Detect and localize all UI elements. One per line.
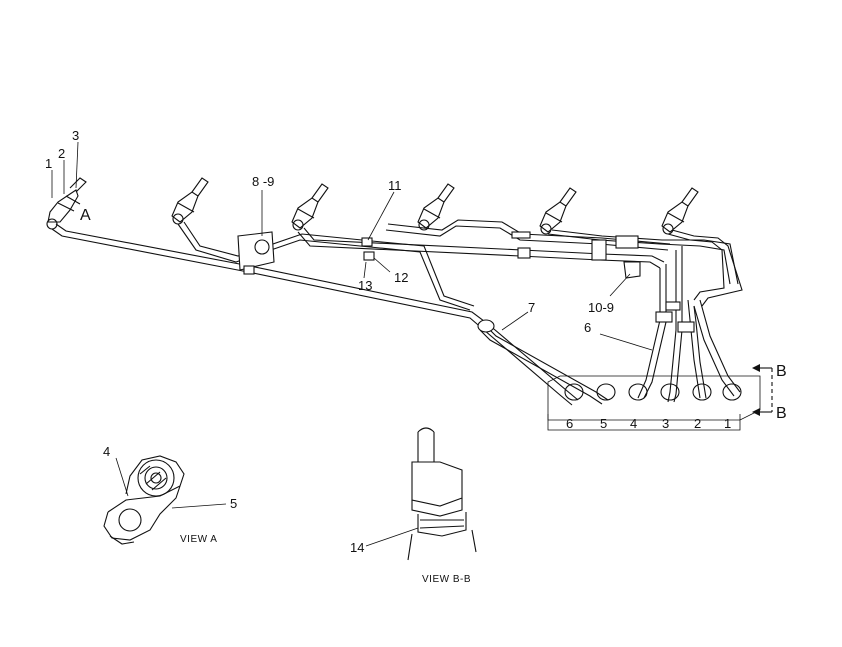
caption-view-bb: VIEW B-B	[422, 574, 471, 585]
callout-8-9: 8 -9	[252, 174, 274, 189]
callout-13: 13	[358, 278, 372, 293]
pump-port-label: 1	[724, 416, 731, 431]
clamp-7	[477, 319, 495, 333]
section-b-marker	[752, 364, 773, 416]
injector-3	[291, 183, 329, 231]
callout-7: 7	[528, 300, 535, 315]
callout-6: 6	[584, 320, 591, 335]
callout-14: 14	[350, 540, 364, 555]
injector-4	[417, 183, 455, 231]
pump-port-label: 4	[630, 416, 637, 431]
view-a-marker: A	[80, 207, 91, 224]
fuel-lines	[51, 219, 743, 406]
callout-2: 2	[58, 146, 65, 161]
view-a-detail	[103, 455, 185, 545]
view-bb-detail	[407, 427, 477, 561]
injector-6	[661, 187, 699, 235]
clamp-8-9	[237, 231, 275, 275]
injector-5	[539, 187, 577, 235]
callout-4: 4	[103, 444, 110, 459]
pump-outlet-block	[547, 375, 761, 431]
callout-5: 5	[230, 496, 237, 511]
clamp-upper-mid	[511, 231, 641, 279]
clamp-6	[655, 301, 695, 333]
callout-3: 3	[72, 128, 79, 143]
view-b-marker-top: B	[776, 363, 787, 380]
clamp-11-12-13	[361, 237, 375, 261]
callout-12: 12	[394, 270, 408, 285]
pump-port-label: 2	[694, 416, 701, 431]
pump-port-label: 6	[566, 416, 573, 431]
callout-10-9: 10-9	[588, 300, 614, 315]
leader-lines	[51, 141, 653, 547]
pump-port-label: 5	[600, 416, 607, 431]
pump-port-label: 3	[662, 416, 669, 431]
view-b-marker-bottom: B	[776, 405, 787, 422]
callout-1: 1	[45, 156, 52, 171]
caption-view-a: VIEW A	[180, 534, 217, 545]
injector-2	[171, 177, 209, 225]
callout-11: 11	[388, 178, 402, 193]
